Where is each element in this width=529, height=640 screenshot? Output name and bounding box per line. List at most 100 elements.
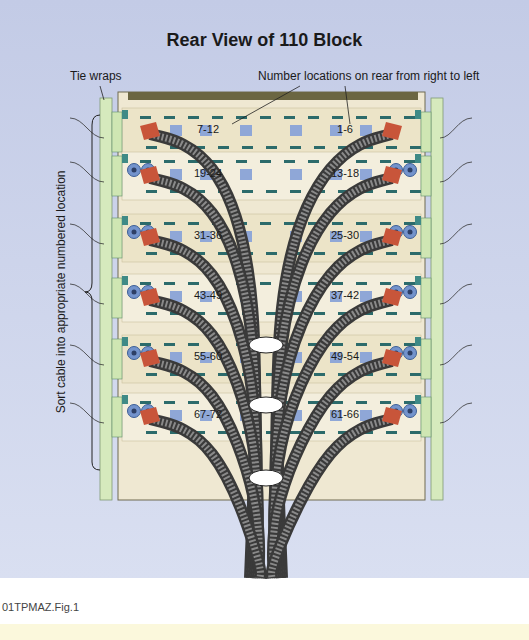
- side-clip: [112, 278, 122, 318]
- post-center: [132, 290, 137, 295]
- blue-pad: [290, 169, 302, 180]
- side-clip: [112, 112, 122, 152]
- contact-dash: [146, 373, 157, 376]
- teal-tab: [415, 395, 421, 404]
- contact-dash: [188, 282, 199, 285]
- cable: [274, 300, 392, 578]
- blue-post: [128, 164, 141, 177]
- tie-wrap: [70, 224, 104, 244]
- blue-post: [128, 405, 141, 418]
- cable: [273, 361, 392, 578]
- contact-dash: [290, 431, 301, 434]
- contact-dash: [266, 252, 277, 255]
- side-clip: [421, 112, 431, 152]
- blue-post: [404, 286, 417, 299]
- tie-wrap: [70, 162, 104, 182]
- contact-dash: [380, 222, 391, 225]
- footer-strip: [0, 624, 529, 640]
- cable-sleeve: [140, 122, 160, 140]
- position-number: 1-6: [317, 123, 373, 136]
- cable: [150, 361, 259, 578]
- position-number: 67-72: [180, 408, 236, 421]
- side-clip: [421, 156, 431, 196]
- side-clip: [421, 218, 431, 258]
- blue-post: [128, 286, 141, 299]
- position-number: 13-18: [317, 167, 373, 180]
- post-center: [408, 290, 413, 295]
- cable-sleeve: [382, 228, 402, 246]
- cable-sleeve: [140, 288, 160, 306]
- callout-label: Number locations on rear from right to l…: [258, 70, 528, 84]
- contact-dash: [260, 282, 271, 285]
- position-number: 55-60: [180, 350, 236, 363]
- post-center: [132, 168, 137, 173]
- contact-dash: [164, 160, 175, 163]
- contact-dash: [164, 222, 175, 225]
- tie-wrap: [440, 284, 472, 304]
- cable-sleeve: [382, 349, 402, 367]
- side-clip: [112, 339, 122, 379]
- contact-dash: [404, 160, 415, 163]
- contact-dash: [236, 160, 247, 163]
- diagram-title: Rear View of 110 Block: [0, 30, 529, 51]
- contact-dash: [140, 401, 151, 404]
- contact-dash: [260, 160, 271, 163]
- position-number: 7-12: [180, 123, 236, 136]
- side-clip: [421, 339, 431, 379]
- contact-dash: [140, 282, 151, 285]
- top-bar: [128, 92, 418, 100]
- tie-wrap: [440, 162, 472, 182]
- contact-dash: [410, 312, 421, 315]
- contact-dash: [260, 116, 271, 119]
- tie-wrap: [70, 118, 104, 138]
- contact-dash: [164, 401, 175, 404]
- contact-dash: [314, 373, 325, 376]
- contact-dash: [242, 190, 253, 193]
- contact-dash: [140, 116, 151, 119]
- cable-stripe: [273, 361, 392, 578]
- contact-dash: [380, 282, 391, 285]
- side-clip: [112, 156, 122, 196]
- cable-stripe: [150, 419, 261, 578]
- contact-dash: [242, 146, 253, 149]
- leader-line: [345, 86, 350, 124]
- teal-tab: [415, 216, 421, 225]
- tie-wrap: [70, 284, 104, 304]
- teal-tab: [122, 154, 128, 163]
- post-center: [408, 168, 413, 173]
- contact-dash: [284, 222, 295, 225]
- contact-dash: [386, 373, 397, 376]
- contact-dash: [380, 401, 391, 404]
- position-number: 31-36: [180, 229, 236, 242]
- tie-wrap: [440, 345, 472, 365]
- cable-sleeve: [140, 228, 160, 246]
- cable-sleeve: [382, 166, 402, 184]
- cable-sleeve: [382, 122, 402, 140]
- contact-dash: [266, 190, 277, 193]
- contact-dash: [314, 312, 325, 315]
- leader-line: [100, 86, 104, 100]
- cable-sleeve: [382, 288, 402, 306]
- contact-dash: [410, 373, 421, 376]
- contact-dash: [332, 282, 343, 285]
- contact-dash: [386, 312, 397, 315]
- contact-dash: [260, 222, 271, 225]
- contact-dash: [218, 146, 229, 149]
- contact-dash: [140, 160, 151, 163]
- side-clip: [112, 397, 122, 437]
- blue-post: [404, 347, 417, 360]
- leader-line: [232, 86, 300, 124]
- position-number: 43-49: [180, 289, 236, 302]
- contact-dash: [410, 252, 421, 255]
- contact-dash: [386, 146, 397, 149]
- figure-caption: 01TPMAZ.Fig.1: [2, 601, 79, 614]
- tie-wrap: [440, 118, 472, 138]
- contact-dash: [140, 222, 151, 225]
- contact-dash: [386, 431, 397, 434]
- callout-label: Tie wraps: [70, 70, 160, 84]
- contact-dash: [404, 282, 415, 285]
- position-number: 61-66: [317, 408, 373, 421]
- side-clip: [112, 218, 122, 258]
